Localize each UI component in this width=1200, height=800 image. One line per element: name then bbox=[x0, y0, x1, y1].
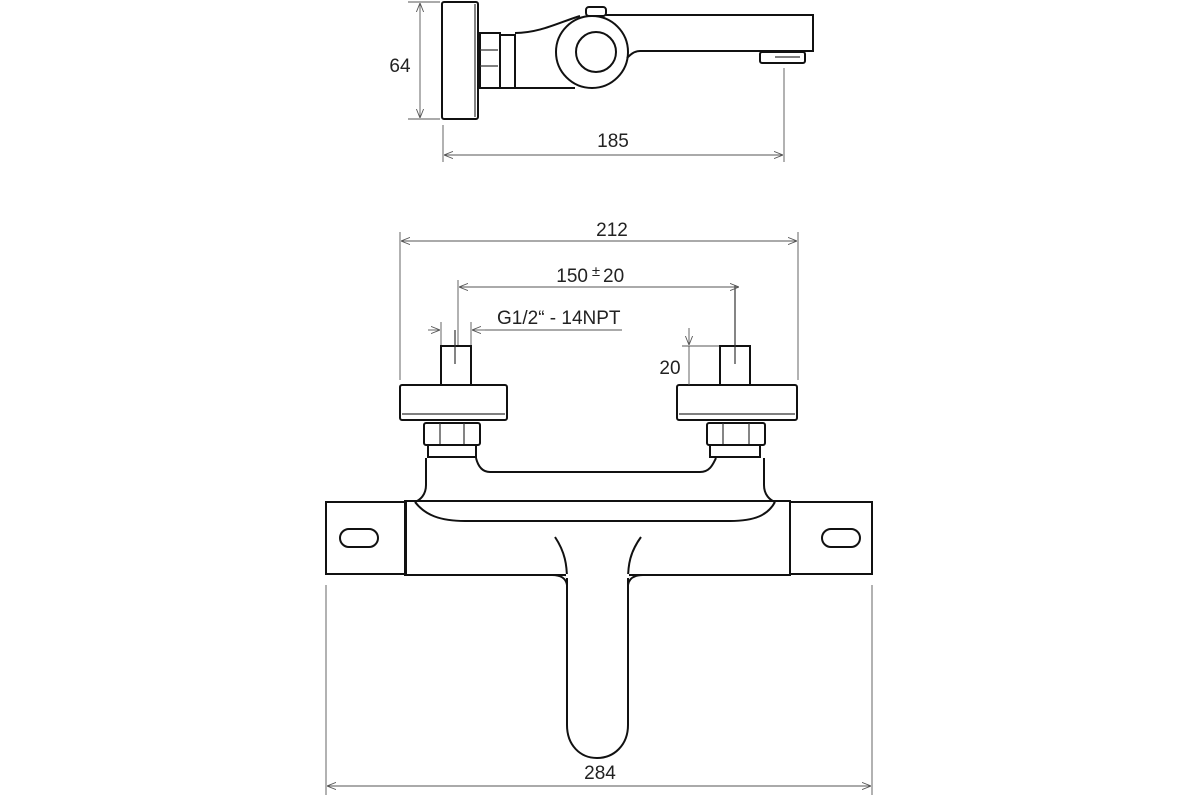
thread-label: G1/2“ - 14NPT bbox=[497, 308, 621, 329]
height-dim-label: 64 bbox=[389, 56, 411, 77]
front-view-outline bbox=[325, 285, 873, 760]
tolerance-value: 20 bbox=[603, 266, 624, 287]
stub-length-dimension: 20 bbox=[659, 328, 719, 385]
mounting-slot-right bbox=[821, 528, 861, 548]
mounting-slot-left bbox=[339, 528, 379, 548]
height-dimension: 64 bbox=[389, 1, 440, 120]
side-view: 64 185 bbox=[389, 1, 814, 162]
side-view-outline bbox=[441, 1, 814, 120]
center-distance-label: 150 bbox=[556, 266, 588, 287]
stub-length-label: 20 bbox=[659, 358, 680, 379]
overall-width-dimension: 284 bbox=[325, 585, 873, 795]
overall-top-dimension: 212 bbox=[399, 220, 799, 380]
front-view: 212 150 ± 20 G1/2“ - 14NPT 20 284 bbox=[325, 220, 873, 795]
overall-width-label: 284 bbox=[584, 763, 616, 784]
overall-top-dim-label: 212 bbox=[596, 220, 628, 241]
thread-dimension: G1/2“ - 14NPT bbox=[428, 308, 622, 345]
tolerance-sign: ± bbox=[592, 263, 600, 280]
depth-dim-label: 185 bbox=[597, 131, 629, 152]
center-distance-dimension: 150 ± 20 bbox=[457, 263, 739, 345]
depth-dimension: 185 bbox=[442, 68, 785, 162]
